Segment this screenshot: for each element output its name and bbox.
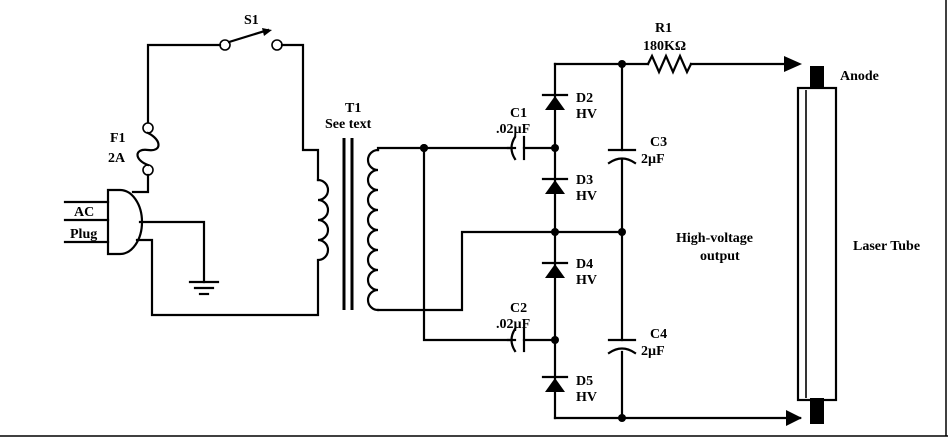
resistor-r1: R1 180KΩ — [620, 21, 802, 75]
wire-ground — [138, 220, 206, 284]
switch-s1: S1 — [219, 13, 283, 51]
capacitor-c1: C1 .02µF — [496, 106, 557, 161]
label-d4: D4 — [576, 257, 593, 272]
label-r1-value: 180KΩ — [643, 39, 686, 54]
label-c4-value: 2µF — [641, 344, 665, 359]
wire-primary-top — [146, 43, 222, 124]
label-plug: Plug — [70, 227, 97, 242]
transformer-secondary-winding — [366, 148, 380, 312]
secondary-wiring — [376, 144, 557, 342]
ac-plug: AC Plug — [63, 188, 144, 256]
capacitor-c2: C2 .02µF — [496, 301, 557, 353]
label-s1: S1 — [244, 13, 259, 28]
capacitor-c3: C3 2µF — [607, 135, 667, 167]
label-t1-note: See text — [325, 117, 372, 132]
capacitor-c4: C4 2µF — [607, 327, 667, 359]
diode-d5: D5 HV — [541, 374, 597, 405]
label-c1: C1 — [510, 106, 527, 121]
fuse-f1: F1 2A — [108, 122, 160, 176]
label-f1: F1 — [110, 131, 126, 146]
diode-d3: D3 HV — [541, 173, 597, 204]
label-d5: D5 — [576, 374, 593, 389]
label-ac: AC — [74, 205, 94, 220]
label-hv-output-line1: High-voltage — [676, 231, 753, 246]
label-t1: T1 — [345, 101, 361, 116]
laser-tube: Anode Laser Tube — [786, 66, 920, 426]
ground-symbol — [188, 280, 220, 296]
transformer-t1: T1 See text — [325, 101, 380, 312]
label-laser-tube: Laser Tube — [853, 239, 920, 254]
wire-primary-bottom — [135, 238, 320, 317]
diode-d4: D4 HV — [541, 257, 597, 288]
wire-fuse-to-plug — [131, 173, 150, 194]
label-c3-value: 2µF — [641, 152, 665, 167]
label-anode: Anode — [840, 69, 879, 84]
label-d4-hv: HV — [576, 273, 597, 288]
output-filter: C3 2µF C4 2µF High-voltage output — [553, 60, 802, 422]
diode-ladder: D2 HV D3 HV D4 HV D5 HV — [541, 62, 597, 420]
label-hv-output-line2: output — [700, 249, 740, 264]
primary-circuit: S1 F1 2A AC Plug — [63, 13, 330, 317]
wire-switch-to-transformer — [280, 43, 320, 182]
transformer-primary-winding — [316, 178, 330, 262]
label-c3: C3 — [650, 135, 667, 150]
label-d2: D2 — [576, 91, 593, 106]
diode-d2: D2 HV — [541, 91, 597, 122]
label-f1-rating: 2A — [108, 151, 126, 166]
label-d5-hv: HV — [576, 390, 597, 405]
label-d2-hv: HV — [576, 107, 597, 122]
label-c1-value: .02µF — [496, 122, 530, 137]
label-c2: C2 — [510, 301, 527, 316]
label-r1: R1 — [655, 21, 672, 36]
label-c2-value: .02µF — [496, 317, 530, 332]
label-d3-hv: HV — [576, 189, 597, 204]
label-d3: D3 — [576, 173, 593, 188]
label-c4: C4 — [650, 327, 667, 342]
